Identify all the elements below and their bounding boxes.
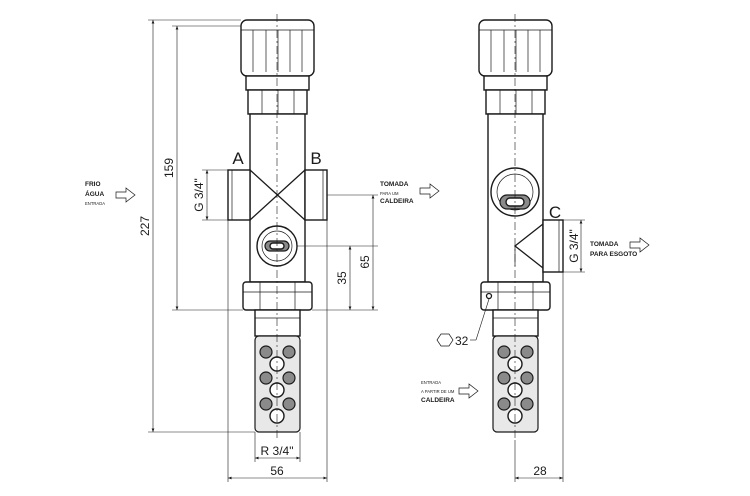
- label-a-partir: A PARTIR DE UM: [421, 389, 455, 394]
- label-para-esgoto: PARA ESGOTO: [590, 251, 637, 258]
- front-view: [227, 14, 328, 440]
- hex-size-callout: 32: [436, 333, 469, 348]
- front-dimensions: [148, 19, 378, 482]
- dim-35: 35: [335, 271, 349, 285]
- arrow-right-icon: [115, 187, 136, 203]
- label-frio: FRIO: [85, 181, 101, 188]
- arrow-right-icon: [419, 183, 440, 199]
- label-agua: ÁGUA: [85, 189, 104, 198]
- port-c-label: C: [549, 203, 561, 222]
- port-b-label: B: [310, 149, 321, 168]
- dim-65: 65: [358, 255, 372, 269]
- outlet-to-drain: TOMADA PARA ESGOTO: [590, 237, 650, 258]
- outlet-to-boiler: TOMADA PARA UM CALDEIRA: [380, 181, 440, 205]
- dim-28: 28: [533, 464, 547, 478]
- arrow-right-icon: [458, 383, 479, 399]
- label-para-um: PARA UM: [380, 191, 399, 196]
- dim-159: 159: [162, 158, 176, 178]
- arrow-right-icon: [629, 237, 650, 253]
- label-entrada-left: ENTRADA: [85, 201, 105, 206]
- dim-g34-right: G 3/4": [567, 229, 581, 263]
- dim-hex-32: 32: [455, 334, 469, 348]
- side-view: [478, 14, 564, 440]
- dim-56: 56: [270, 464, 284, 478]
- front-body: [227, 113, 328, 283]
- side-hex-nut: [480, 281, 551, 337]
- port-a-label: A: [232, 149, 244, 168]
- front-strainer: [254, 335, 301, 433]
- side-dimensions: [470, 219, 585, 482]
- label-tomada: TOMADA: [380, 181, 409, 188]
- side-knob: [478, 19, 553, 115]
- inlet-from-boiler: ENTRADA A PARTIR DE UM CALDEIRA: [421, 380, 479, 404]
- inlet-cold-water: FRIO ÁGUA ENTRADA: [85, 181, 136, 206]
- dim-227: 227: [138, 216, 152, 236]
- label-tomada-esgoto: TOMADA: [590, 241, 619, 248]
- front-knob: [240, 19, 315, 115]
- label-caldeira-bottom: CALDEIRA: [421, 397, 455, 404]
- label-caldeira: CALDEIRA: [380, 198, 414, 205]
- hexagon-icon: [436, 333, 454, 347]
- front-hex-nut: [242, 281, 313, 337]
- side-body: [487, 113, 564, 283]
- dim-r34: R 3/4": [261, 444, 294, 458]
- side-strainer: [492, 335, 539, 433]
- label-entrada-bottom: ENTRADA: [421, 380, 441, 385]
- dim-g34-left: G 3/4": [192, 178, 206, 212]
